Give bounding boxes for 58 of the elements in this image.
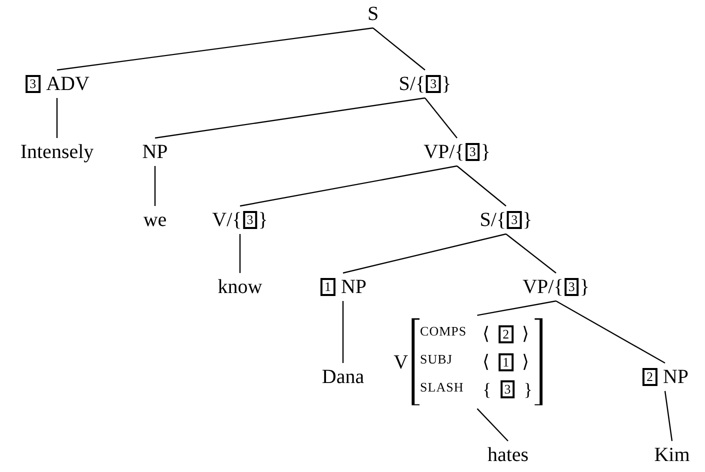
word-label: we xyxy=(143,209,167,231)
tree-branch xyxy=(424,98,458,138)
category-label: } xyxy=(580,276,590,298)
word-label: know xyxy=(218,276,262,298)
tag-box: 3 xyxy=(465,143,480,161)
feature-label: COMPS xyxy=(420,324,467,340)
category-label: S/{ xyxy=(398,73,426,95)
tag-box: 3 xyxy=(500,380,515,399)
category-label: } xyxy=(258,209,268,231)
tag-box: 3 xyxy=(507,211,522,229)
tag-box: 2 xyxy=(498,325,514,344)
list-delimiter: ⟩ xyxy=(522,324,530,344)
category-label: NP xyxy=(662,366,689,388)
category-label: } xyxy=(522,209,532,231)
tag-box: 3 xyxy=(564,278,579,296)
tree-branch xyxy=(476,408,508,442)
category-label: NP xyxy=(340,276,367,298)
tree-branch xyxy=(239,234,241,273)
tree-branch xyxy=(56,98,58,138)
category-label: VP/{ xyxy=(424,141,464,163)
tree-branch xyxy=(342,301,344,363)
category-label: VP/{ xyxy=(522,276,564,298)
tag-box: 3 xyxy=(26,75,40,93)
list-delimiter: ⟨ xyxy=(482,352,490,372)
word-label: Dana xyxy=(322,366,364,388)
list-delimiter: { xyxy=(482,380,492,400)
tree-branch xyxy=(240,165,458,207)
tree-branch xyxy=(664,390,673,442)
tree-branch xyxy=(56,27,374,71)
word-label: hates xyxy=(487,444,529,466)
category-label: ADV xyxy=(46,73,90,95)
list-delimiter: ⟩ xyxy=(522,352,530,372)
feature-label: SLASH xyxy=(420,380,465,396)
tree-branch xyxy=(342,233,506,274)
tag-box: 3 xyxy=(242,211,258,229)
tree-branch xyxy=(372,28,426,70)
category-label: S/{ xyxy=(480,209,506,231)
tree-branch xyxy=(506,234,556,274)
tag-box: 1 xyxy=(320,278,335,296)
list-delimiter: } xyxy=(524,380,532,400)
tree-branch xyxy=(154,97,426,139)
word-label: Intensely xyxy=(20,141,94,163)
tag-box: 1 xyxy=(498,353,514,371)
tree-branch xyxy=(154,166,156,206)
tree-branch xyxy=(556,300,666,364)
feature-label: SUBJ xyxy=(420,352,454,368)
category-label: } xyxy=(480,141,490,163)
tag-box: 3 xyxy=(426,75,441,93)
tree-branch xyxy=(456,166,506,206)
category-label: S xyxy=(367,3,379,25)
tree-branch xyxy=(477,300,556,316)
category-label: } xyxy=(442,73,452,95)
category-label: NP xyxy=(142,141,168,163)
word-label: Kim xyxy=(654,444,690,466)
list-delimiter: ⟨ xyxy=(482,324,490,344)
tag-box: 2 xyxy=(642,368,657,386)
category-label: V/{ xyxy=(212,209,242,231)
category-label: V xyxy=(394,351,408,373)
